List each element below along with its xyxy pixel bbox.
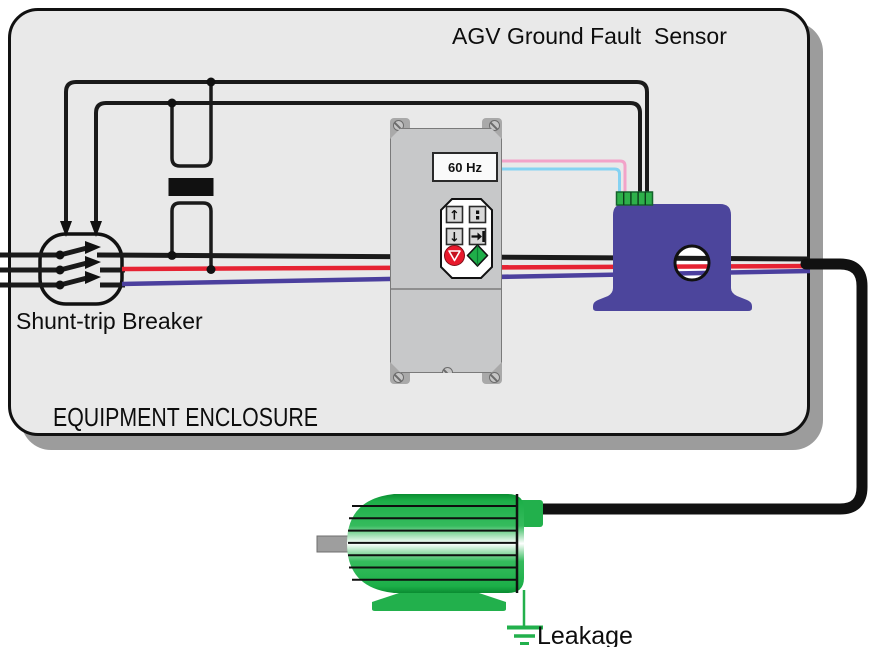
vfd-frequency-display: 60 Hz	[432, 152, 498, 182]
vfd-panel-divider	[391, 288, 501, 290]
sensor-terminal-block	[615, 191, 654, 206]
trip-arrowhead	[90, 221, 102, 237]
control-wire-inner	[94, 101, 642, 222]
motor-junction-cap	[519, 500, 543, 527]
up-button[interactable]	[447, 207, 463, 223]
ground-symbol	[507, 590, 543, 645]
control-wire-outer	[64, 80, 649, 222]
breaker-incoming-wires	[0, 252, 125, 288]
mode-dots-icon	[476, 211, 479, 220]
screw-icon	[442, 367, 453, 378]
vfd-display-value: 60 Hz	[448, 159, 482, 175]
leakage-label-line1: Leakage	[537, 622, 633, 647]
shunt-trip-coil	[168, 178, 214, 196]
enter-arrow-bar-icon	[472, 231, 485, 242]
screw-icon	[489, 372, 500, 383]
signal-wire-blue	[502, 167, 621, 193]
coil-upper-link	[170, 82, 213, 168]
motor-shaft	[316, 535, 351, 553]
sensor-hole-ring	[673, 244, 711, 282]
junction-dots	[55, 77, 216, 290]
coil-lower-link	[170, 201, 213, 270]
mode-button[interactable]	[470, 207, 486, 223]
down-button[interactable]	[447, 229, 463, 245]
screw-icon	[393, 372, 404, 383]
vfd-drive: 60 Hz ↑ ↓	[388, 116, 504, 386]
signal-wire-pink	[502, 159, 627, 193]
vfd-body: 60 Hz ↑ ↓	[390, 128, 502, 373]
vfd-keypad: ↑ ↓	[440, 198, 493, 280]
motor-base	[372, 593, 506, 611]
breaker-pole-blades	[59, 241, 101, 288]
motor-fins	[348, 505, 517, 581]
up-arrow-icon: ↑	[449, 209, 460, 224]
down-arrow-icon: ↓	[449, 231, 460, 246]
motor-cable	[534, 258, 868, 515]
leakage-label: Leakage to Ground	[537, 564, 648, 647]
breaker-label: Shunt-trip Breaker	[16, 308, 203, 334]
enclosure-label: EQUIPMENT ENCLOSURE	[53, 402, 318, 432]
diagram-title: AGV Ground Fault Sensor	[452, 23, 727, 49]
trip-arrowhead	[60, 221, 72, 237]
sensor-body	[593, 204, 752, 311]
screw-icon	[489, 120, 500, 131]
stop-triangle-icon	[449, 251, 460, 261]
